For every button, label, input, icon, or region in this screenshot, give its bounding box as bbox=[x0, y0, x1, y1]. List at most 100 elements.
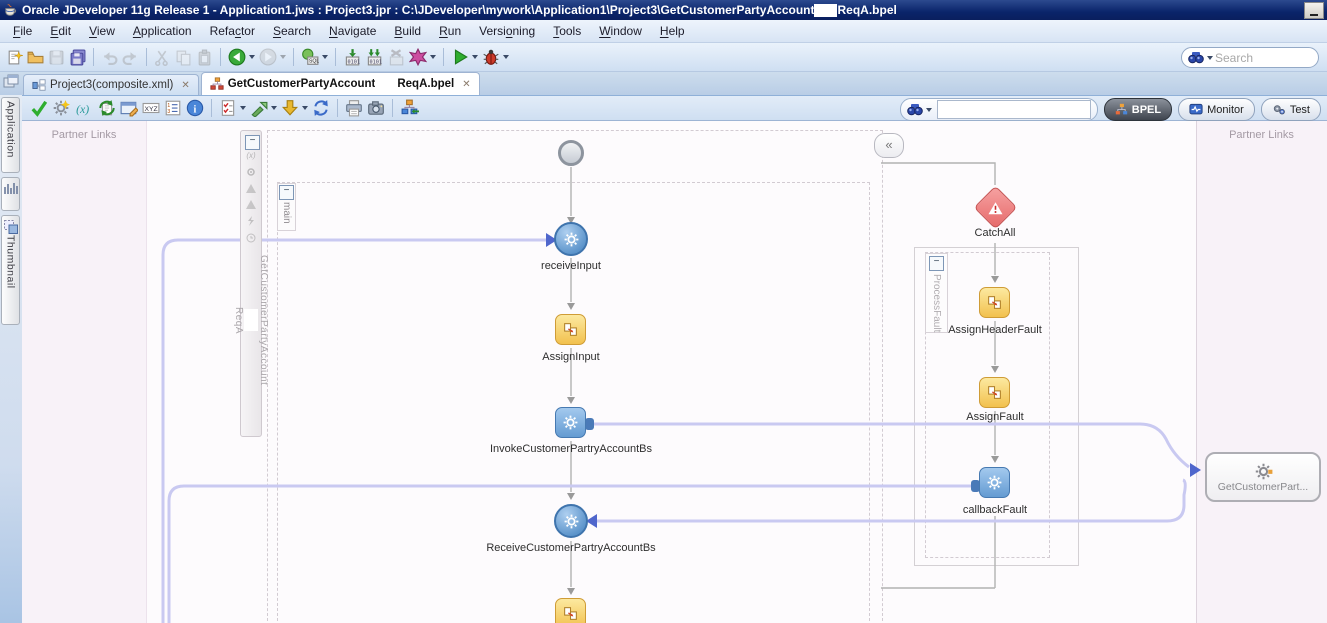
java-cup-icon bbox=[3, 3, 18, 18]
close-icon[interactable]: ✕ bbox=[181, 79, 190, 91]
menu-navigate[interactable]: Navigate bbox=[329, 24, 377, 38]
edit-form-button[interactable] bbox=[118, 96, 140, 120]
node-label: CatchAll bbox=[974, 227, 1016, 239]
add-node-button[interactable] bbox=[398, 96, 422, 120]
dock-tab-thumbnail[interactable]: Thumbnail bbox=[1, 215, 20, 325]
profile-button[interactable] bbox=[407, 45, 438, 69]
open-folder-button[interactable] bbox=[25, 45, 46, 69]
menu-tools[interactable]: Tools bbox=[553, 24, 582, 38]
global-search-box[interactable] bbox=[1181, 47, 1319, 68]
menu-run[interactable]: Run bbox=[439, 24, 462, 38]
menu-application[interactable]: Application bbox=[132, 24, 192, 38]
partnerlink-getcustomerpart[interactable]: GetCustomerPart... bbox=[1205, 452, 1321, 502]
node-assignheaderfault[interactable] bbox=[979, 287, 1010, 318]
start-node[interactable] bbox=[558, 140, 584, 166]
dropdown-caret[interactable] bbox=[503, 55, 509, 59]
test-view-icon bbox=[1272, 103, 1286, 116]
variables-button[interactable]: (x) bbox=[72, 96, 96, 120]
debug-icon bbox=[482, 48, 500, 66]
tab-project3-composite[interactable]: Project3(composite.xml) ✕ bbox=[23, 74, 199, 95]
make-icon: 0101 bbox=[343, 48, 361, 66]
fault-handlers-collapse-button[interactable]: « bbox=[874, 133, 904, 158]
refresh-pages-button[interactable] bbox=[96, 96, 118, 120]
node-callbackfault[interactable] bbox=[979, 467, 1010, 498]
menu-search[interactable]: Search bbox=[272, 24, 312, 38]
rebuild-icon: 0101 bbox=[365, 48, 383, 66]
bpel-view-button[interactable]: BPEL bbox=[1103, 98, 1173, 121]
back-button[interactable] bbox=[226, 45, 257, 69]
node-assignfault[interactable] bbox=[979, 377, 1010, 408]
editor-group-icon[interactable] bbox=[3, 74, 20, 94]
redacted-text bbox=[244, 309, 258, 332]
menu-help[interactable]: Help bbox=[659, 24, 685, 38]
node-invokecustomerpartryaccountbs[interactable] bbox=[555, 407, 586, 438]
rebuild-button[interactable]: 0101 bbox=[363, 45, 385, 69]
menu-window[interactable]: Window bbox=[599, 24, 642, 38]
partner-links-lane-left bbox=[22, 121, 147, 623]
import-button[interactable] bbox=[279, 96, 310, 120]
make-button[interactable]: 0101 bbox=[341, 45, 363, 69]
node-label: AssignHeaderFault bbox=[948, 324, 1042, 336]
dropdown-caret[interactable] bbox=[430, 55, 436, 59]
gear-wand-icon bbox=[52, 99, 70, 117]
node-catchall[interactable] bbox=[973, 185, 1018, 230]
node-receiveinput[interactable] bbox=[554, 222, 588, 256]
validate-check-button[interactable] bbox=[28, 96, 50, 120]
save-all-button[interactable] bbox=[67, 45, 88, 69]
test-view-button[interactable]: Test bbox=[1260, 98, 1321, 121]
menu-edit[interactable]: Edit bbox=[50, 24, 72, 38]
bpel-doc-icon bbox=[210, 77, 224, 91]
menu-build[interactable]: Build bbox=[394, 24, 422, 38]
collapse-button[interactable]: − bbox=[279, 185, 294, 200]
run-button[interactable] bbox=[449, 45, 480, 69]
dropdown-caret[interactable] bbox=[302, 106, 308, 110]
collapsed-scope-bar[interactable]: − (x) GetCustomerPartyAccount ReqA bbox=[233, 130, 269, 437]
sync-button[interactable] bbox=[310, 96, 332, 120]
collapse-button[interactable]: − bbox=[929, 256, 944, 271]
dropdown-caret[interactable] bbox=[472, 55, 478, 59]
menu-refactor[interactable]: Refactor bbox=[209, 24, 255, 38]
dropdown-caret[interactable] bbox=[249, 55, 255, 59]
dropdown-caret[interactable] bbox=[240, 106, 246, 110]
dropdown-caret[interactable] bbox=[322, 55, 328, 59]
xyz-button[interactable]: XYZ bbox=[140, 96, 162, 120]
debug-button[interactable] bbox=[480, 45, 511, 69]
info-button[interactable]: i bbox=[184, 96, 206, 120]
snapshot-button[interactable] bbox=[365, 96, 387, 120]
minimize-button[interactable] bbox=[1304, 2, 1324, 19]
menu-file[interactable]: File bbox=[13, 24, 33, 38]
print-button[interactable] bbox=[343, 96, 365, 120]
processfault-sequence-tab[interactable]: − ProcessFault bbox=[925, 253, 948, 333]
collapse-button[interactable]: − bbox=[245, 135, 260, 150]
save-all-icon bbox=[69, 49, 86, 66]
processfault-label: ProcessFault bbox=[931, 273, 942, 332]
deploy-button[interactable] bbox=[248, 96, 279, 120]
search-scope-caret[interactable] bbox=[925, 107, 932, 112]
editor-search-input[interactable] bbox=[936, 100, 1091, 119]
close-icon[interactable]: ✕ bbox=[462, 78, 471, 90]
node-assigninput[interactable] bbox=[555, 314, 586, 345]
node-label: AssignInput bbox=[542, 351, 600, 363]
dock-tab-structure-bars-icon[interactable] bbox=[1, 177, 20, 211]
monitor-view-button[interactable]: Monitor bbox=[1178, 98, 1255, 121]
dock-tab-application[interactable]: Application bbox=[1, 97, 20, 173]
search-scope-caret[interactable] bbox=[1207, 55, 1213, 60]
main-sequence-tab[interactable]: − main bbox=[277, 183, 296, 231]
checklist-button[interactable] bbox=[217, 96, 248, 120]
menu-versioning[interactable]: Versioning bbox=[479, 24, 536, 38]
bpel-design-canvas[interactable]: Partner Links Partner Links bbox=[22, 121, 1327, 623]
database-sql-button[interactable]: SQL bbox=[299, 45, 330, 69]
new-file-button[interactable] bbox=[4, 45, 25, 69]
global-search-input[interactable] bbox=[1213, 49, 1312, 66]
menu-view[interactable]: View bbox=[89, 24, 115, 38]
editor-search-box[interactable] bbox=[899, 98, 1098, 121]
node-receivecustomerpartryaccountbs[interactable] bbox=[554, 504, 588, 538]
dropdown-caret[interactable] bbox=[271, 106, 277, 110]
dropdown-caret[interactable] bbox=[280, 55, 286, 59]
node-assign-bottom-partial[interactable] bbox=[555, 598, 586, 623]
toolbar-separator bbox=[93, 48, 94, 66]
gear-wand-button[interactable] bbox=[50, 96, 72, 120]
